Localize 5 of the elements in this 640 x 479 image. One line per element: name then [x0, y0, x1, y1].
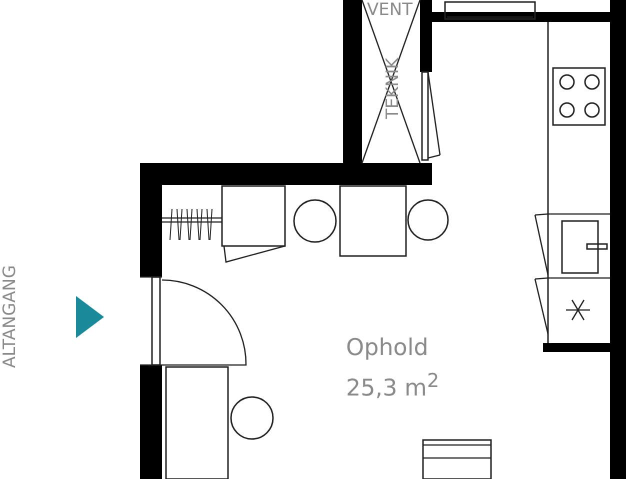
room-label: TEKNIK [384, 57, 402, 118]
room-name: Ophold [346, 337, 428, 360]
room-label: VENT [367, 2, 412, 19]
area-label: ALTANGANG [2, 264, 18, 368]
room-area: 25,3 m$^{2}$ [346, 371, 440, 401]
